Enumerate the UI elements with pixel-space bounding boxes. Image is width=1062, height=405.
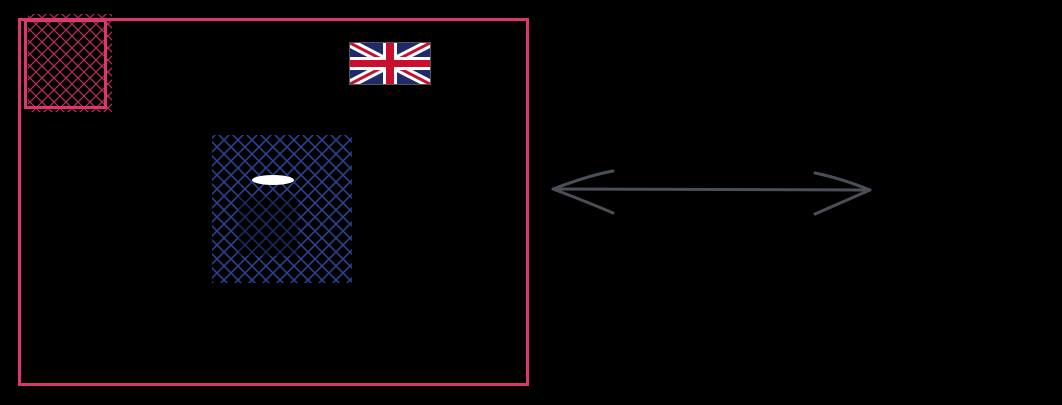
small-hatched-box[interactable] xyxy=(24,14,113,112)
white-ellipse[interactable] xyxy=(252,175,294,185)
double-arrow-icon[interactable] xyxy=(551,169,872,216)
flag-border xyxy=(349,42,431,85)
blue-hatched-box[interactable] xyxy=(212,135,352,283)
uk-flag-icon[interactable] xyxy=(350,43,430,84)
main-frame[interactable] xyxy=(18,18,529,386)
